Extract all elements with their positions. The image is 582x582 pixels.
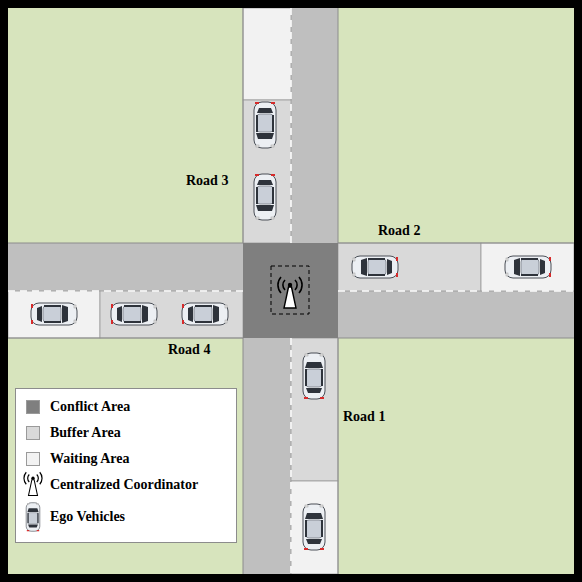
legend-entry: Ego Vehicles <box>16 507 236 527</box>
road-label: Road 4 <box>168 343 210 357</box>
legend-entry: Waiting Area <box>16 449 236 469</box>
road-label: Road 3 <box>186 174 228 188</box>
legend-text: Waiting Area <box>50 452 129 466</box>
legend-text: Buffer Area <box>50 426 121 440</box>
legend-entry: Conflict Area <box>16 397 236 417</box>
coordinator-symbol <box>24 472 42 495</box>
legend-entry: Buffer Area <box>16 423 236 443</box>
legend-box: Conflict AreaBuffer AreaWaiting AreaCent… <box>15 388 237 543</box>
legend-text: Conflict Area <box>50 400 130 414</box>
legend-text: Ego Vehicles <box>50 510 125 524</box>
legend-swatch <box>26 452 40 466</box>
road-label: Road 2 <box>378 224 420 238</box>
legend-entry: Centralized Coordinator <box>16 475 236 495</box>
legend-swatch <box>26 426 40 440</box>
road-label: Road 1 <box>343 410 385 424</box>
legend-text: Centralized Coordinator <box>50 478 198 492</box>
vehicle-symbol <box>26 503 40 532</box>
legend-swatch <box>26 400 40 414</box>
